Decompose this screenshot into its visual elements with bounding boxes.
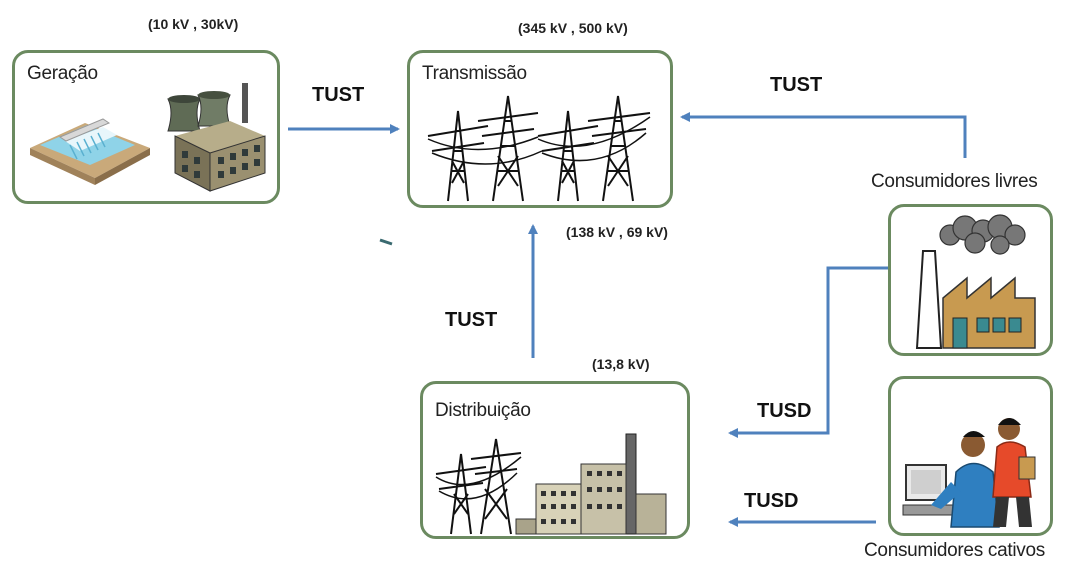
geracao-voltage: (10 kV , 30kV): [148, 16, 239, 32]
arrow-livres-to-transmissao: [680, 112, 967, 158]
consumidores-cativos-box: [888, 376, 1053, 536]
geracao-title: Geração: [27, 63, 98, 84]
transmission-towers-icon: [427, 95, 651, 202]
fee-label-distribuicao-transmissao: TUST: [445, 309, 498, 331]
fee-label-livres-distribuicao: TUSD: [757, 400, 812, 422]
consumidores-livres-label: Consumidores livres: [871, 171, 1038, 192]
transmissao-voltage-top: (345 kV , 500 kV): [518, 20, 628, 36]
geracao-box: Geração: [12, 50, 280, 204]
arrow-livres-to-distribuicao: [728, 266, 888, 438]
distribuicao-title: Distribuição: [435, 400, 531, 421]
consumidores-cativos-label: Consumidores cativos: [864, 540, 1045, 561]
fee-label-livres-transmissao: TUST: [770, 74, 823, 96]
fee-label-geracao-transmissao: TUST: [312, 84, 365, 106]
office-workers-icon: [902, 418, 1036, 528]
distribuicao-voltage: (13,8 kV): [592, 356, 650, 372]
fee-label-cativos-distribuicao: TUSD: [744, 490, 799, 512]
transmissao-voltage-bottom: (138 kV , 69 kV): [566, 224, 668, 240]
distribuicao-box: Distribuição: [420, 381, 690, 539]
transmissao-title: Transmissão: [422, 63, 527, 84]
factory-icon: [915, 214, 1036, 349]
consumidores-livres-box: [888, 204, 1053, 356]
power-plant-icon: [167, 83, 266, 192]
transmissao-box: Transmissão: [407, 50, 673, 208]
dam-icon: [30, 118, 150, 185]
distribution-icon: [435, 433, 667, 535]
